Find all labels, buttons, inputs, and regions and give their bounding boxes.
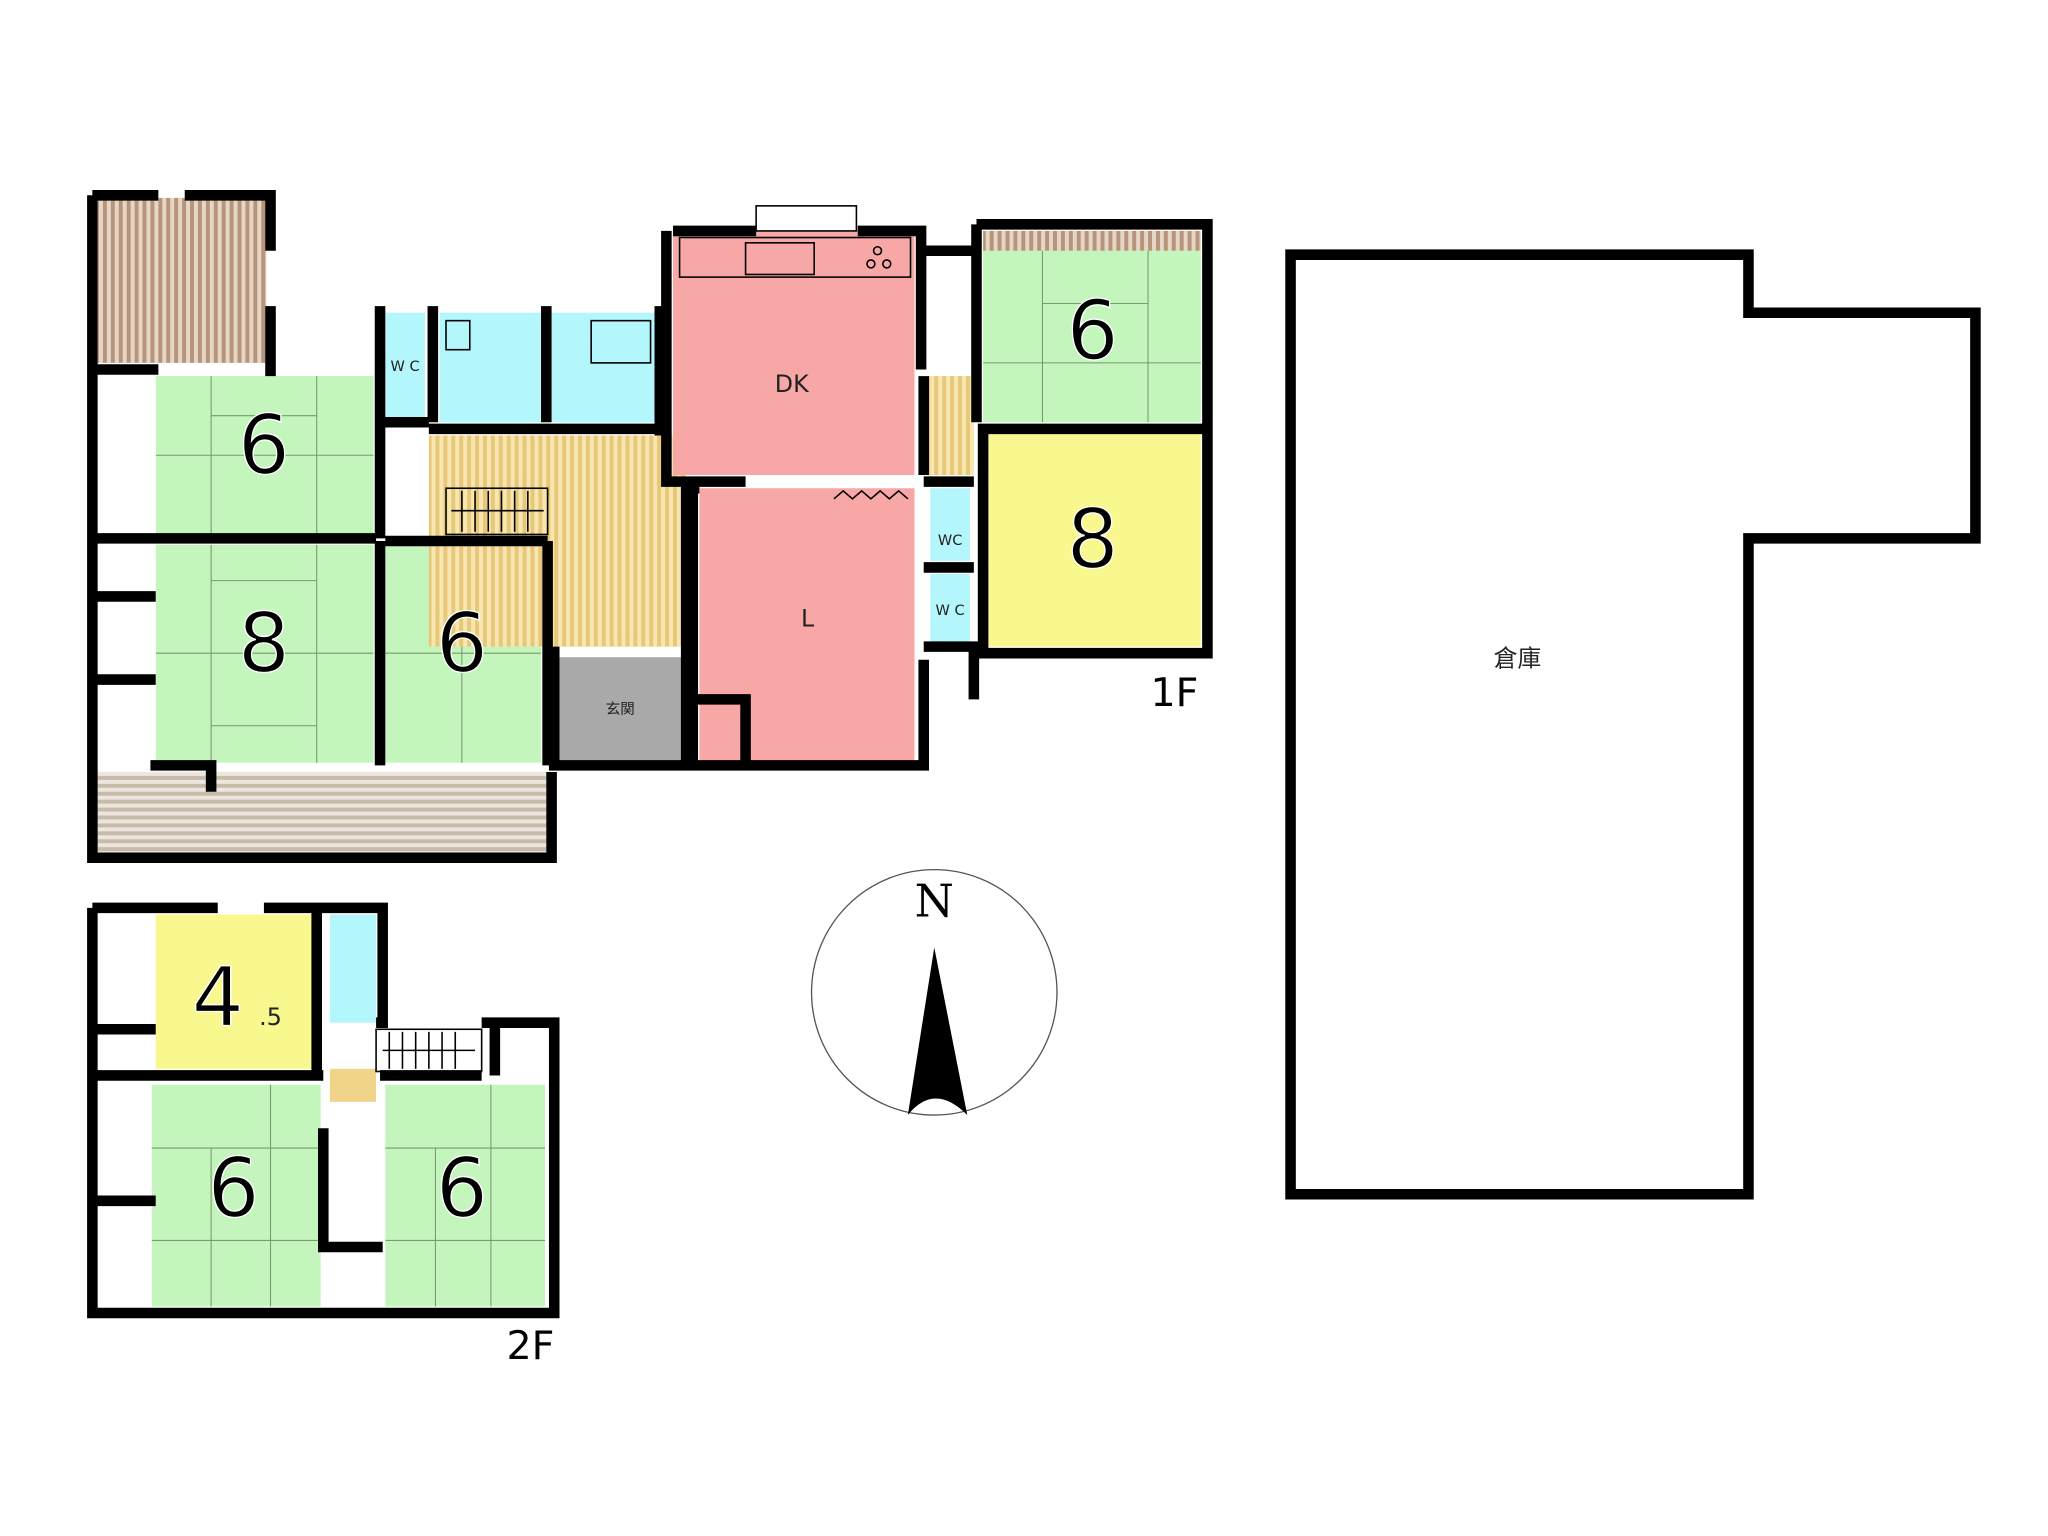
second-floor: 4 .5 6 6 2F — [87, 902, 560, 1369]
stairs-2f — [375, 1028, 483, 1073]
hallway-rear — [923, 376, 974, 476]
room-6-middle-label: 6 — [436, 597, 488, 692]
landing — [329, 1068, 377, 1102]
warehouse: 倉庫 — [1285, 249, 1981, 1200]
kitchen-counter — [678, 236, 912, 278]
room-8-east — [983, 432, 1201, 647]
dining-kitchen — [672, 230, 915, 476]
room-8-west-label: 8 — [238, 597, 290, 692]
genkan — [556, 657, 687, 763]
room-6-west-label: 6 — [238, 399, 290, 494]
toilet-2-label: WC — [938, 533, 962, 549]
floor-label-2f: 2F — [506, 1323, 554, 1369]
bathtub-icon — [590, 319, 652, 364]
kitchen-window — [755, 205, 858, 232]
room-6-2f-west-label: 6 — [208, 1142, 260, 1237]
kitchen-sink-icon — [744, 242, 815, 276]
walls-1f — [87, 190, 1213, 864]
toilet-2 — [930, 488, 970, 561]
stove-icon — [866, 245, 892, 269]
room-labels-2f: 4 .5 6 6 — [191, 950, 488, 1238]
accordion-partition — [833, 489, 909, 500]
washroom — [439, 312, 542, 423]
room-8-east-label: 8 — [1067, 492, 1119, 587]
first-floor: 6 8 6 W C 玄関 DK L WC W C 6 8 1F — [87, 190, 1213, 864]
living-room — [699, 488, 915, 763]
toilet-3 — [930, 574, 970, 647]
room-6-2f-east — [385, 1084, 545, 1307]
walls-2f — [87, 902, 560, 1319]
north-arrow-icon — [907, 947, 968, 1116]
room-4-5-label: 4 — [192, 950, 244, 1045]
room-6-2f-west — [151, 1084, 321, 1307]
toilet-1-label: W C — [391, 359, 420, 375]
room-4-5 — [155, 914, 315, 1069]
floor-label-1f: 1F — [1150, 670, 1198, 716]
closet-west — [97, 376, 156, 763]
storage-blue — [329, 914, 377, 1023]
living-room-label: L — [801, 605, 815, 633]
north-label: N — [915, 875, 954, 928]
room-6-west — [155, 376, 374, 535]
room-6-2f-east-label: 6 — [436, 1142, 488, 1237]
warehouse-label: 倉庫 — [1494, 644, 1542, 672]
room-4-5-fraction-label: .5 — [259, 1003, 282, 1031]
veranda-south — [97, 771, 547, 854]
stairs-1f — [445, 487, 549, 536]
toilet-3-label: W C — [936, 603, 965, 619]
compass: N — [810, 868, 1058, 1116]
room-6-east-label: 6 — [1067, 284, 1119, 379]
room-labels-1f: 6 8 6 W C 玄関 DK L WC W C 6 8 — [237, 283, 1119, 718]
veranda-north — [97, 197, 267, 363]
dining-kitchen-label: DK — [775, 370, 810, 398]
toilet-1 — [385, 312, 425, 423]
sink-icon — [445, 319, 471, 351]
room-6-east — [983, 230, 1201, 423]
genkan-label: 玄関 — [606, 701, 635, 718]
room-8-west — [155, 544, 374, 763]
bathroom — [551, 312, 656, 423]
